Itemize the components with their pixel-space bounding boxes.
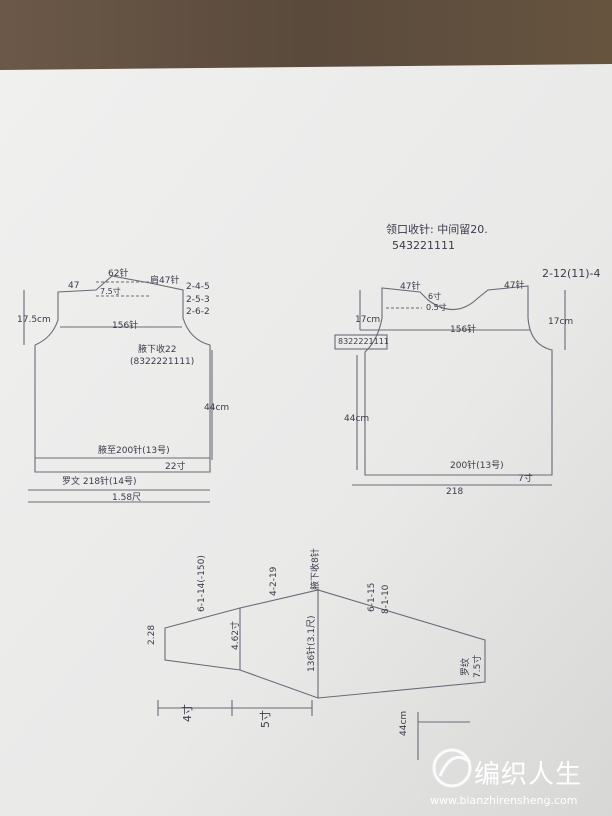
back-height-left: 17cm: [355, 315, 381, 325]
front-shoulder-seq-1: 2-4-5: [186, 282, 210, 292]
front-bottom-stitches: 腋至200针(13号): [98, 446, 170, 456]
front-shoulder-seq-3: 2-6-2: [186, 307, 210, 317]
front-rib: 罗文 218针(14号): [62, 477, 137, 487]
sleeve-outline: [164, 589, 486, 699]
back-outline: [364, 285, 553, 476]
watermark-url: www.bianzhirensheng.com: [430, 794, 578, 807]
sleeve-dim-3: 44cm: [399, 710, 409, 736]
back-body-length: 44cm: [344, 414, 370, 424]
back-bottom-inch: 7寸: [518, 474, 533, 484]
back-underarm-box: [334, 334, 388, 350]
back-width: 156针: [450, 325, 477, 335]
front-neck-stitches: 62针: [108, 269, 129, 279]
sleeve-seq-1: 6-1-14(-150): [197, 555, 207, 612]
front-neck-drop: 7.5寸: [100, 287, 121, 296]
back-neck-small-1: 6寸: [428, 292, 442, 301]
sleeve-dim-2: 5寸: [259, 710, 272, 728]
sleeve-top-stitches: 腋下收8针: [311, 548, 321, 590]
back-bottom-stitches: 200针(13号): [450, 461, 504, 471]
watermark-logo: [432, 748, 472, 788]
front-outline: [34, 275, 211, 473]
front-shoulder: 肩47针: [150, 276, 180, 286]
sleeve-center-label: 136针(3.1尺): [307, 615, 317, 672]
back-height-right: 17cm: [548, 317, 574, 327]
back-bottom-width: 218: [446, 487, 464, 497]
front-underarm-seq: (8322221111): [130, 357, 195, 367]
back-neck-seq: 543221111: [392, 239, 455, 252]
back-panel-diagram: [334, 285, 566, 486]
sleeve-seq-2: 4-2-19: [269, 566, 279, 596]
back-neck-title: 领口收针: 中间留20.: [386, 223, 488, 236]
front-neck-left-note: 47: [68, 281, 80, 291]
front-shoulder-seq-2: 2-5-3: [186, 295, 210, 305]
back-right-shoulder: 47针: [504, 281, 525, 291]
front-underarm: 腋下收22: [138, 345, 177, 355]
front-height: 17.5cm: [17, 315, 51, 325]
back-neck-small-2: 0.5寸: [426, 303, 447, 312]
watermark-text: 编织人生: [474, 760, 583, 790]
back-underarm-seq: 8322221111: [338, 337, 389, 346]
sleeve-seq-3: 6-1-15: [367, 582, 377, 612]
sleeve-seq-4: 8-1-10: [381, 584, 391, 614]
sleeve-dim-1: 4寸: [181, 704, 194, 722]
sleeve-cuff-inch: 7.5寸: [473, 654, 483, 678]
back-left-shoulder: 47针: [400, 282, 421, 292]
back-shoulder-seq: 2-12(11)-4: [542, 267, 601, 280]
front-panel-diagram: [23, 275, 213, 503]
sleeve-mid-label: 4.62寸: [231, 620, 241, 650]
front-width: 156针: [112, 321, 139, 331]
sleeve-diagram: [157, 589, 486, 760]
sleeve-cuff-top: 2.28: [147, 624, 157, 645]
sleeve-cuff-label: 罗纹: [461, 657, 471, 676]
paper-sheet: [0, 64, 612, 816]
front-rib-inch: 1.58尺: [112, 493, 142, 503]
front-body-length: 44cm: [204, 403, 230, 413]
front-bottom-inch: 22寸: [165, 462, 186, 472]
